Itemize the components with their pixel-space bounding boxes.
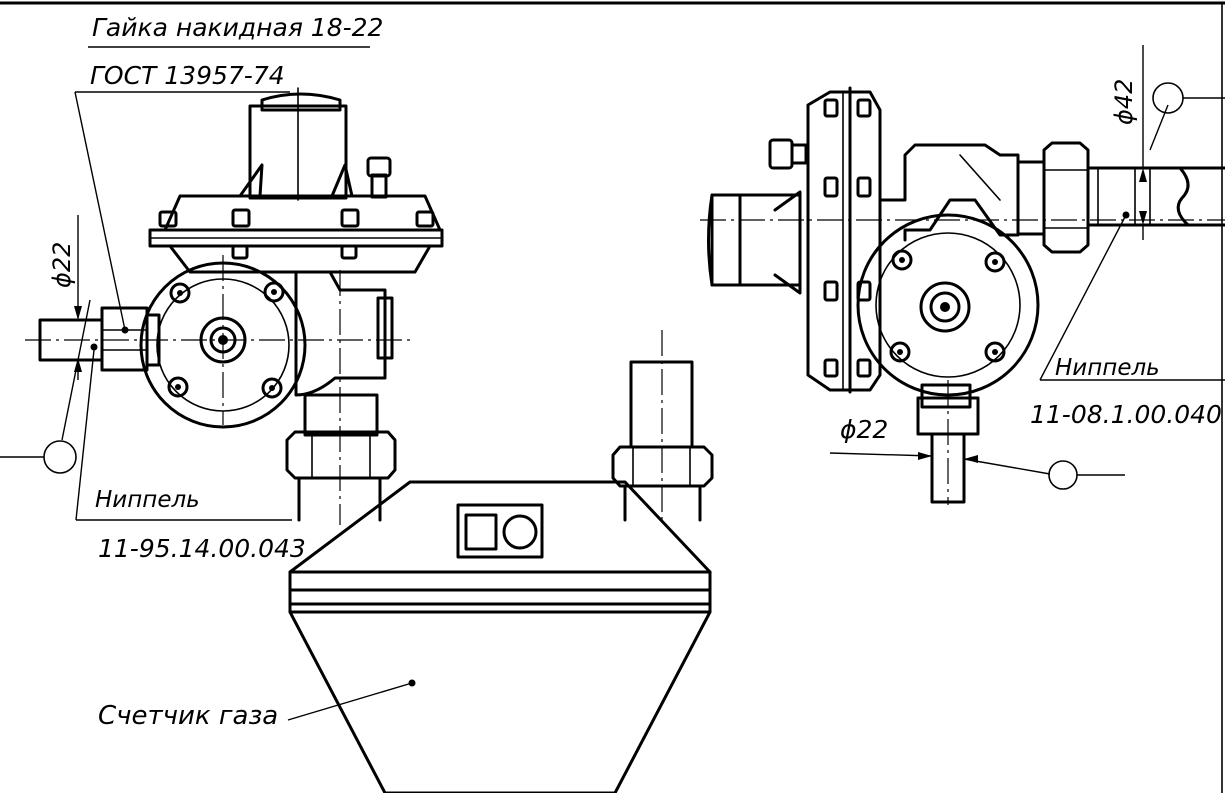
- dim-top-right-label: ϕ42: [1110, 79, 1138, 125]
- nipple-right-name-label: Ниппель: [1055, 355, 1160, 381]
- right-regulator: [700, 86, 1225, 505]
- meter-display: [456, 503, 544, 559]
- nut-standard-label: ГОСТ 13957-74: [90, 61, 285, 90]
- left-leaders: [0, 46, 370, 521]
- nipple-right-code-label: 11-08.1.00.040: [1030, 400, 1222, 429]
- left-regulator: [25, 87, 444, 525]
- gas-meter: [287, 330, 714, 793]
- nipple-left-code-label: 11-95.14.00.043: [98, 534, 306, 563]
- nipple-left-name-label: Ниппель: [95, 487, 200, 513]
- right-leaders: [829, 45, 1225, 490]
- nut-name-label: Гайка накидная 18-22: [92, 13, 383, 42]
- gas-meter-label: Счетчик газа: [98, 701, 278, 731]
- left-regulator-top-plate: [163, 194, 442, 232]
- right-nut: [1042, 141, 1090, 254]
- dim-left-label: ϕ22: [48, 242, 76, 288]
- dim-bottom-right-label: ϕ22: [840, 415, 888, 444]
- left-regulator-cap-top: [260, 92, 342, 112]
